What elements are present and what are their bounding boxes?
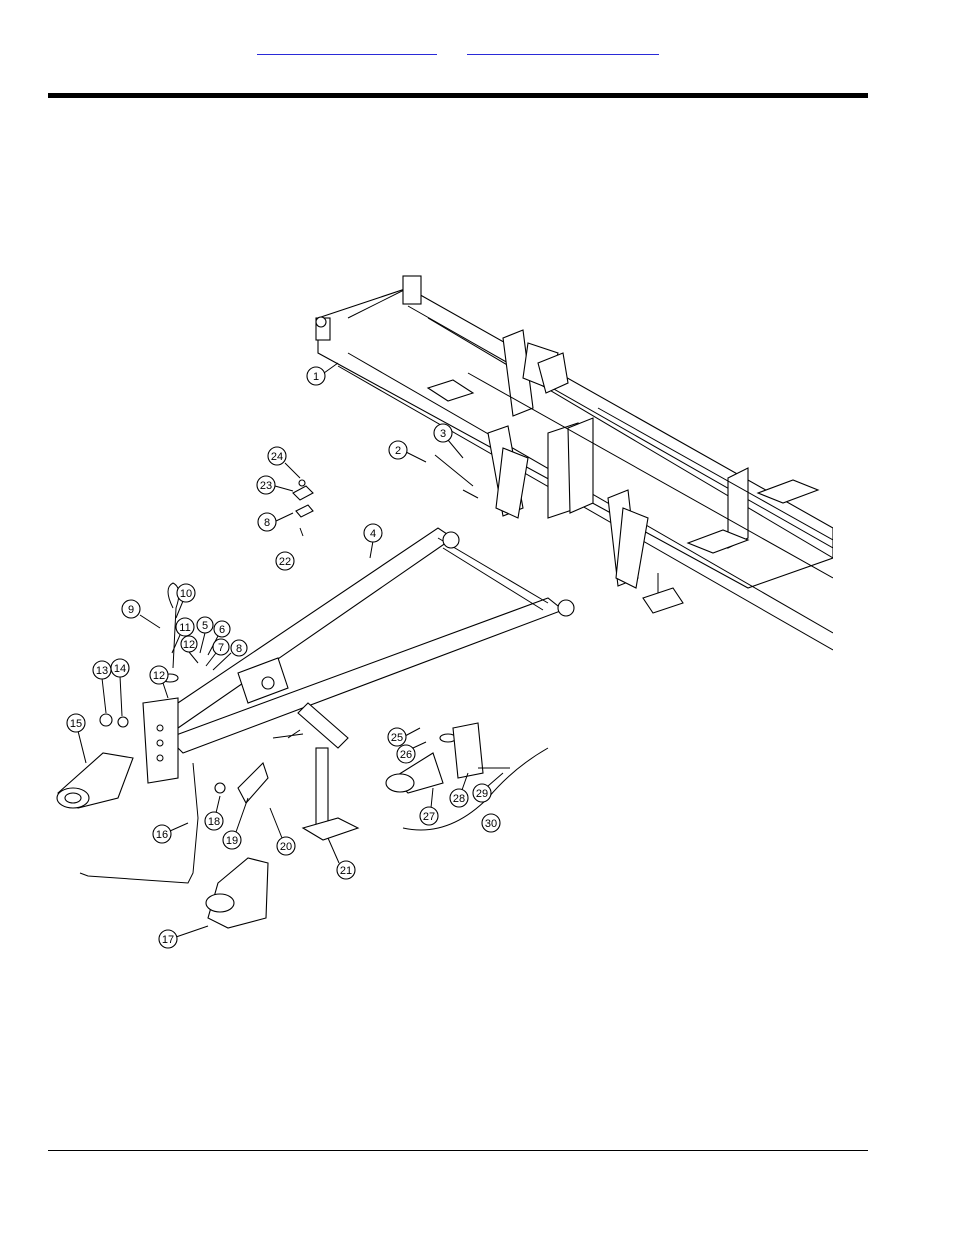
svg-text:27: 27: [423, 811, 435, 823]
svg-text:15: 15: [70, 718, 82, 730]
svg-text:21: 21: [340, 865, 352, 877]
callout-12: 12: [181, 636, 198, 663]
footer-rule: [48, 1150, 868, 1151]
svg-text:1: 1: [313, 371, 319, 383]
callout-9: 9: [122, 600, 160, 628]
callout-27: 27: [420, 788, 438, 825]
callout-14: 14: [111, 659, 129, 716]
header-rule: [48, 93, 868, 98]
svg-text:16: 16: [156, 829, 168, 841]
callout-30: 30: [482, 814, 500, 832]
svg-text:24: 24: [271, 451, 283, 463]
callout-5: 5: [197, 617, 213, 653]
svg-text:14: 14: [114, 663, 126, 675]
callout-4: 4: [364, 524, 382, 558]
svg-text:4: 4: [370, 528, 376, 540]
callout-1: 1: [307, 363, 338, 385]
main-frame: [316, 276, 833, 650]
callout-29: 29: [473, 773, 503, 802]
header-link-left[interactable]: [257, 40, 437, 55]
callout-12b: 12: [150, 666, 168, 698]
svg-text:2: 2: [395, 445, 401, 457]
callout-10: 10: [176, 584, 195, 618]
svg-text:23: 23: [260, 480, 272, 492]
header-link-right[interactable]: [467, 40, 659, 55]
svg-text:7: 7: [218, 642, 224, 654]
svg-text:26: 26: [400, 749, 412, 761]
callout-15: 15: [67, 714, 86, 763]
callout-25: 25: [388, 728, 420, 746]
svg-text:10: 10: [180, 588, 192, 600]
callout-21: 21: [328, 838, 355, 879]
callout-20: 20: [270, 808, 295, 855]
svg-text:19: 19: [226, 835, 238, 847]
svg-text:8: 8: [236, 643, 242, 655]
parts-diagram: 1 2 3 4 5 6 7 8 8 9: [48, 258, 833, 958]
callout-24: 24: [268, 447, 300, 478]
callout-22: 22: [276, 552, 294, 570]
svg-text:8: 8: [264, 517, 270, 529]
svg-text:28: 28: [453, 793, 465, 805]
callout-8b: 8: [258, 513, 293, 531]
svg-text:13: 13: [96, 665, 108, 677]
callout-19: 19: [223, 798, 248, 849]
svg-text:3: 3: [440, 428, 446, 440]
svg-text:22: 22: [279, 556, 291, 568]
svg-text:9: 9: [128, 604, 134, 616]
svg-text:11: 11: [179, 622, 190, 634]
svg-text:12: 12: [183, 639, 195, 651]
callout-13: 13: [93, 661, 111, 713]
svg-text:20: 20: [280, 841, 292, 853]
callout-16: 16: [153, 823, 188, 843]
svg-text:6: 6: [219, 624, 225, 636]
svg-text:30: 30: [485, 818, 497, 830]
svg-text:25: 25: [391, 732, 403, 744]
callout-18: 18: [205, 796, 223, 830]
svg-text:12: 12: [153, 670, 165, 682]
svg-text:5: 5: [202, 620, 208, 632]
callout-2: 2: [389, 441, 426, 462]
svg-text:18: 18: [208, 816, 220, 828]
svg-text:17: 17: [162, 934, 174, 946]
svg-text:29: 29: [476, 788, 488, 800]
callout-17: 17: [159, 926, 208, 948]
callout-23: 23: [257, 476, 293, 494]
